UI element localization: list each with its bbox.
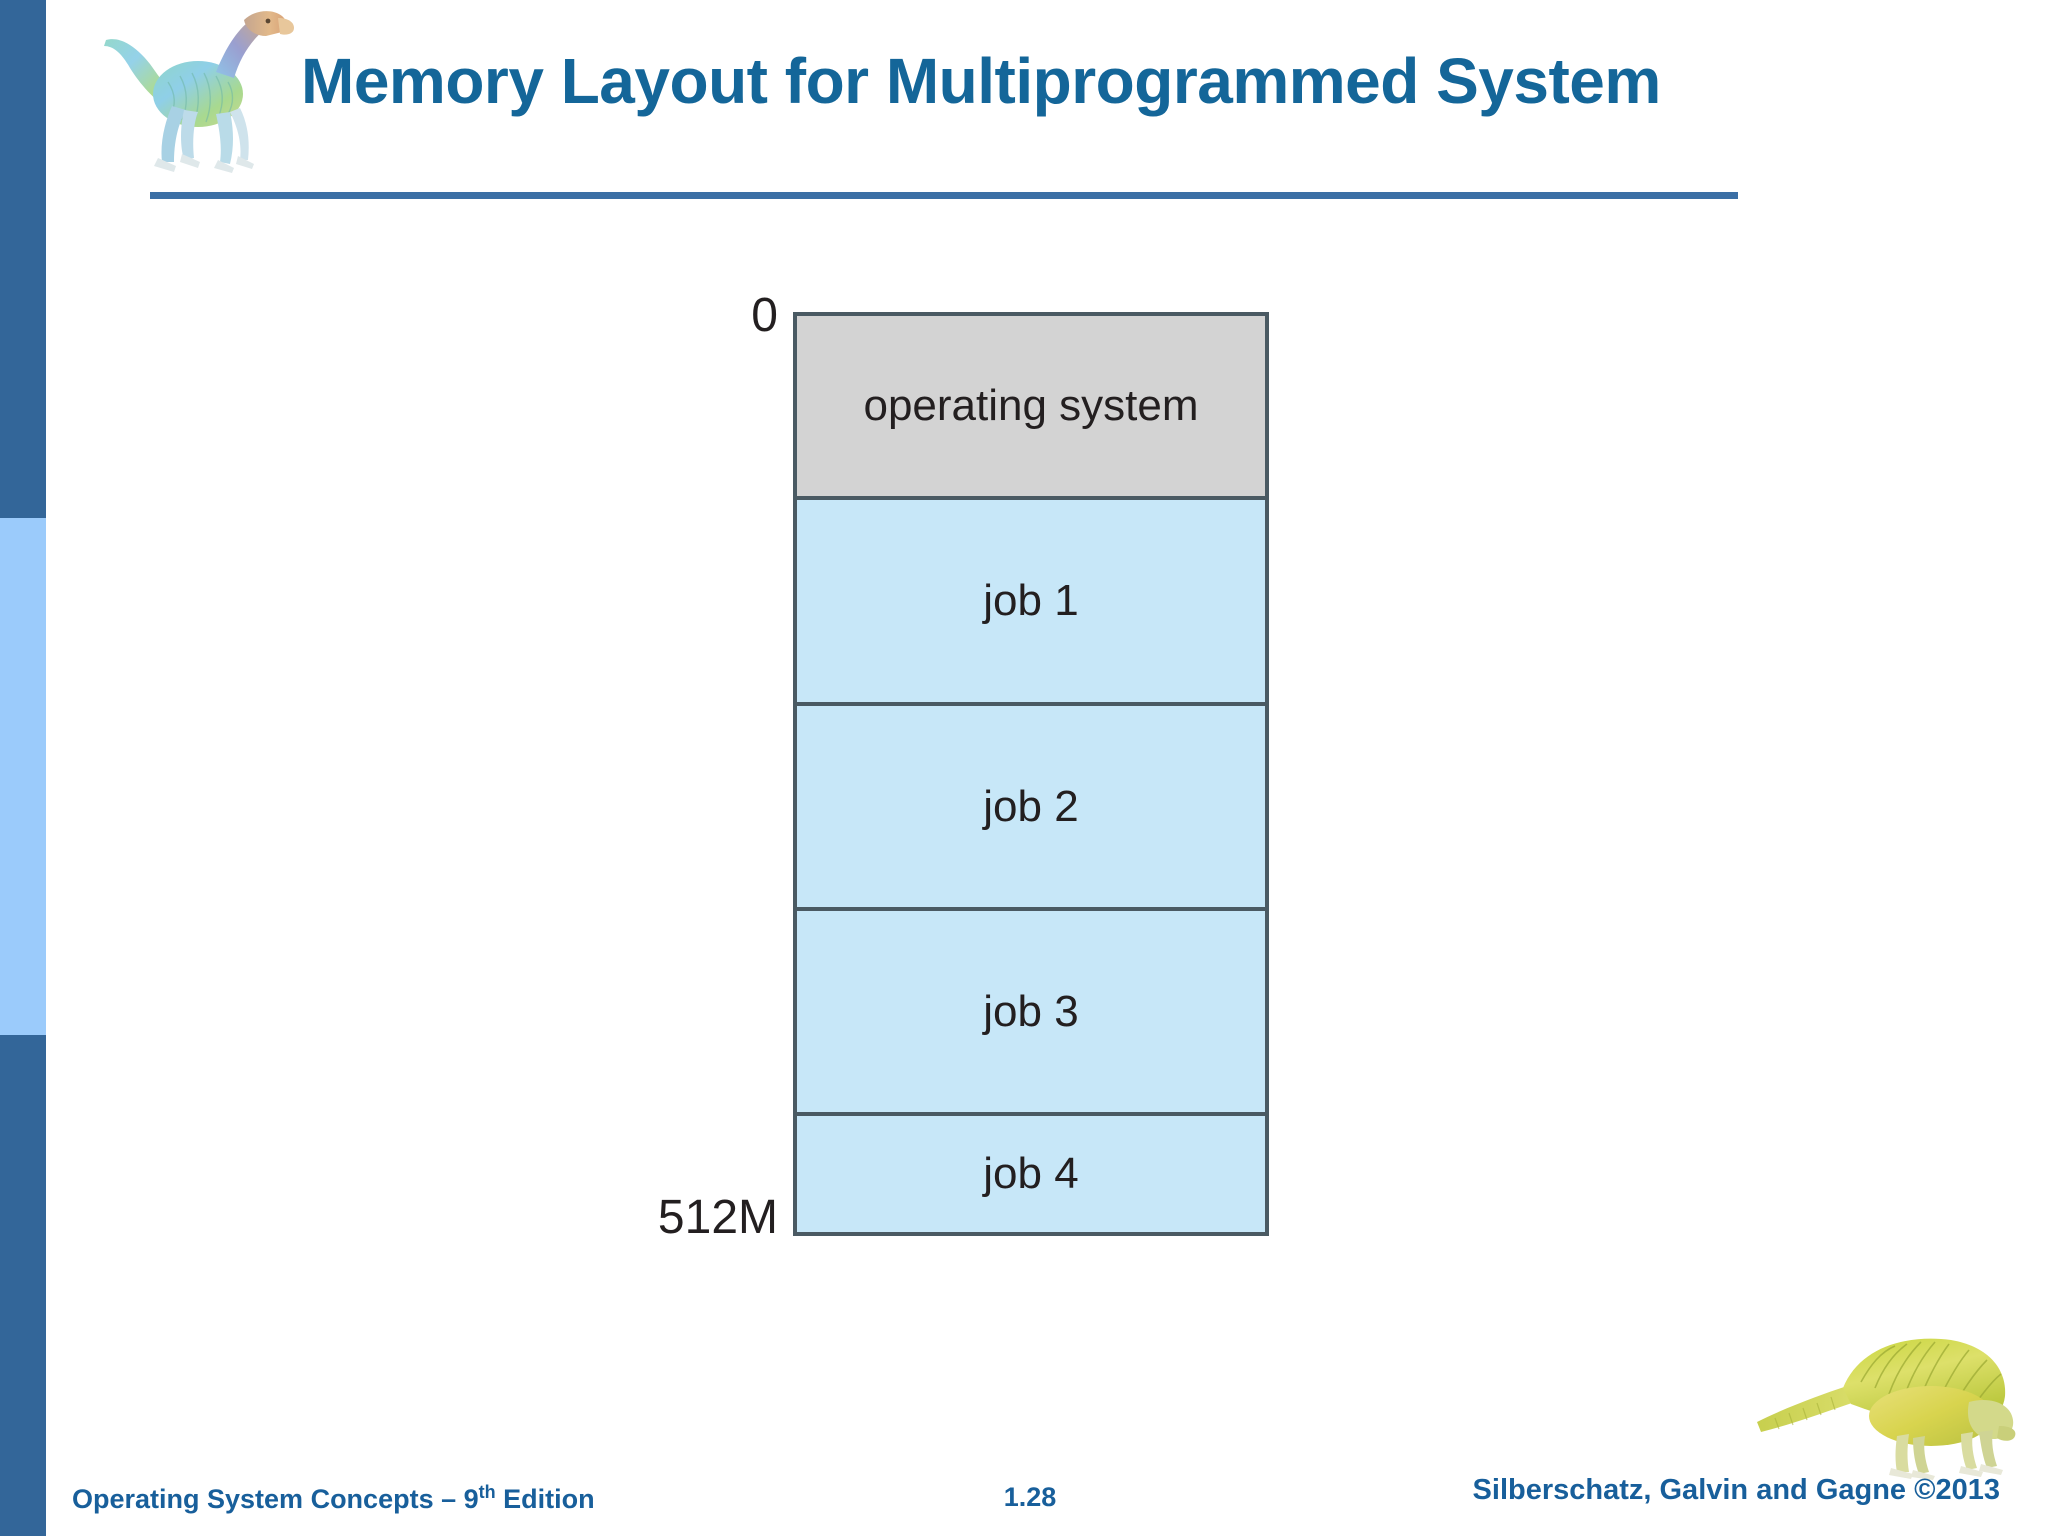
sidebar-segment-middle [0,518,46,1035]
dinosaur-icon [1757,1338,2016,1480]
memory-block-operating-system: operating system [797,316,1265,500]
footer-edition-suffix: Edition [495,1484,595,1514]
footer-edition-ordinal: th [478,1482,496,1502]
footer-copyright: Silberschatz, Galvin and Gagne ©2013 [1472,1474,2000,1506]
left-accent-sidebar [0,0,46,1536]
address-label-bottom: 512M [657,1191,778,1244]
sidebar-segment-top [0,0,46,518]
title-underline-rule [150,192,1738,199]
page-title: Memory Layout for Multiprogrammed System [301,45,1661,117]
footer-edition-prefix: Operating System Concepts – 9 [72,1484,479,1514]
memory-block-job-3: job 3 [797,911,1265,1116]
memory-block-job-4: job 4 [797,1116,1265,1232]
memory-block-job-2: job 2 [797,706,1265,911]
footer-page-number: 1.28 [1003,1482,1057,1512]
footer-edition-text: Operating System Concepts – 9th Edition [72,1482,595,1515]
slide-header: Memory Layout for Multiprogrammed System [46,0,2048,210]
memory-block-job-1: job 1 [797,500,1265,706]
slide-footer: Operating System Concepts – 9th Edition … [0,1474,2048,1536]
address-label-top: 0 [751,289,778,342]
dinosaur-icon [104,11,294,173]
memory-layout-diagram: operating system job 1 job 2 job 3 job 4 [793,312,1269,1236]
sidebar-segment-bottom [0,1035,46,1536]
